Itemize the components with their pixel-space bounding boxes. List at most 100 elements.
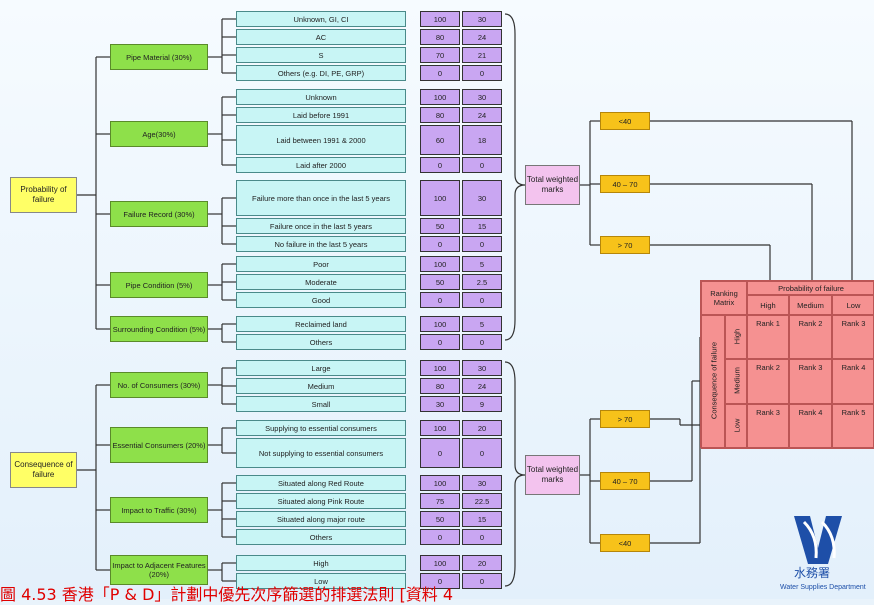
option-box: Failure more than once in the last 5 yea… [236, 180, 406, 216]
weighted-score-cell: 0 [462, 529, 502, 545]
score-cell: 50 [420, 274, 460, 290]
option-box: Low [236, 573, 406, 589]
weighted-score-cell: 22.5 [462, 493, 502, 509]
weighted-score-cell: 0 [462, 236, 502, 252]
matrix-cell: Rank 4 [832, 359, 874, 404]
weighted-score-cell: 2.5 [462, 274, 502, 290]
weighted-score-cell: 5 [462, 256, 502, 272]
ranking-matrix: Ranking Matrix Probability of failure Hi… [700, 280, 874, 449]
score-cell: 100 [420, 475, 460, 491]
threshold-cons-low: <40 [600, 534, 650, 552]
criterion-box: Pipe Condition (5%) [110, 272, 208, 298]
score-cell: 50 [420, 218, 460, 234]
option-box: Situated along Red Route [236, 475, 406, 491]
option-box: No failure in the last 5 years [236, 236, 406, 252]
matrix-row-medium: Medium [725, 359, 747, 404]
weighted-score-cell: 0 [462, 334, 502, 350]
matrix-col-low: Low [832, 295, 874, 315]
score-cell: 0 [420, 236, 460, 252]
option-box: Poor [236, 256, 406, 272]
criterion-box: Age(30%) [110, 121, 208, 147]
matrix-cell: Rank 3 [789, 359, 832, 404]
option-box: Others [236, 334, 406, 350]
score-cell: 50 [420, 511, 460, 527]
total-weighted-marks-probability: Total weighted marks [525, 165, 580, 205]
criterion-box: Surrounding Condition (5%) [110, 316, 208, 342]
option-box: Medium [236, 378, 406, 394]
weighted-score-cell: 20 [462, 555, 502, 571]
option-box: S [236, 47, 406, 63]
matrix-cell: Rank 5 [832, 404, 874, 449]
option-box: High [236, 555, 406, 571]
weighted-score-cell: 30 [462, 180, 502, 216]
score-cell: 100 [420, 420, 460, 436]
weighted-score-cell: 30 [462, 89, 502, 105]
logo-chinese-text: 水務署 [794, 566, 831, 580]
logo-english-text: Water Supplies Department [780, 584, 866, 591]
weighted-score-cell: 15 [462, 511, 502, 527]
matrix-col-medium: Medium [789, 295, 832, 315]
weighted-score-cell: 24 [462, 378, 502, 394]
option-box: Moderate [236, 274, 406, 290]
weighted-score-cell: 9 [462, 396, 502, 412]
criterion-box: Failure Record (30%) [110, 201, 208, 227]
option-box: Situated along major route [236, 511, 406, 527]
score-cell: 0 [420, 292, 460, 308]
threshold-prob-low: <40 [600, 112, 650, 130]
score-cell: 100 [420, 360, 460, 376]
score-cell: 0 [420, 529, 460, 545]
option-box: Supplying to essential consumers [236, 420, 406, 436]
option-box: Others [236, 529, 406, 545]
criterion-box: Pipe Material (30%) [110, 44, 208, 70]
matrix-col-high: High [747, 295, 789, 315]
matrix-cell: Rank 2 [747, 359, 789, 404]
matrix-prob-header: Probability of failure [747, 281, 874, 295]
weighted-score-cell: 0 [462, 157, 502, 173]
criterion-box: Impact to Traffic (30%) [110, 497, 208, 523]
weighted-score-cell: 0 [462, 573, 502, 589]
score-cell: 100 [420, 180, 460, 216]
wsd-logo: 水務署 Water Supplies Department [780, 512, 870, 598]
score-cell: 30 [420, 396, 460, 412]
threshold-cons-mid: 40 – 70 [600, 472, 650, 490]
option-box: Good [236, 292, 406, 308]
criterion-box: No. of Consumers (30%) [110, 372, 208, 398]
weighted-score-cell: 0 [462, 438, 502, 468]
score-cell: 0 [420, 65, 460, 81]
weighted-score-cell: 24 [462, 29, 502, 45]
score-cell: 100 [420, 89, 460, 105]
brace-connector [504, 361, 526, 587]
option-box: Small [236, 396, 406, 412]
matrix-cons-header: Consequence of failure [701, 315, 725, 449]
option-box: Situated along Pink Route [236, 493, 406, 509]
matrix-cell: Rank 3 [747, 404, 789, 449]
matrix-cell: Rank 4 [789, 404, 832, 449]
threshold-prob-mid: 40 – 70 [600, 175, 650, 193]
matrix-cell: Rank 1 [747, 315, 789, 359]
option-box: Laid between 1991 & 2000 [236, 125, 406, 155]
brace-connector [504, 13, 526, 341]
option-box: AC [236, 29, 406, 45]
score-cell: 100 [420, 256, 460, 272]
option-box: Reclaimed land [236, 316, 406, 332]
score-cell: 100 [420, 555, 460, 571]
wsd-logo-icon [794, 516, 842, 564]
score-cell: 80 [420, 378, 460, 394]
weighted-score-cell: 5 [462, 316, 502, 332]
criterion-box: Essential Consumers (20%) [110, 427, 208, 463]
score-cell: 80 [420, 107, 460, 123]
score-cell: 0 [420, 334, 460, 350]
score-cell: 100 [420, 316, 460, 332]
weighted-score-cell: 18 [462, 125, 502, 155]
option-box: Unknown [236, 89, 406, 105]
score-cell: 70 [420, 47, 460, 63]
weighted-score-cell: 20 [462, 420, 502, 436]
total-weighted-marks-consequence: Total weighted marks [525, 455, 580, 495]
weighted-score-cell: 24 [462, 107, 502, 123]
threshold-prob-high: > 70 [600, 236, 650, 254]
weighted-score-cell: 0 [462, 292, 502, 308]
score-cell: 0 [420, 573, 460, 589]
probability-of-failure-root: Probability of failure [10, 177, 77, 213]
option-box: Laid before 1991 [236, 107, 406, 123]
